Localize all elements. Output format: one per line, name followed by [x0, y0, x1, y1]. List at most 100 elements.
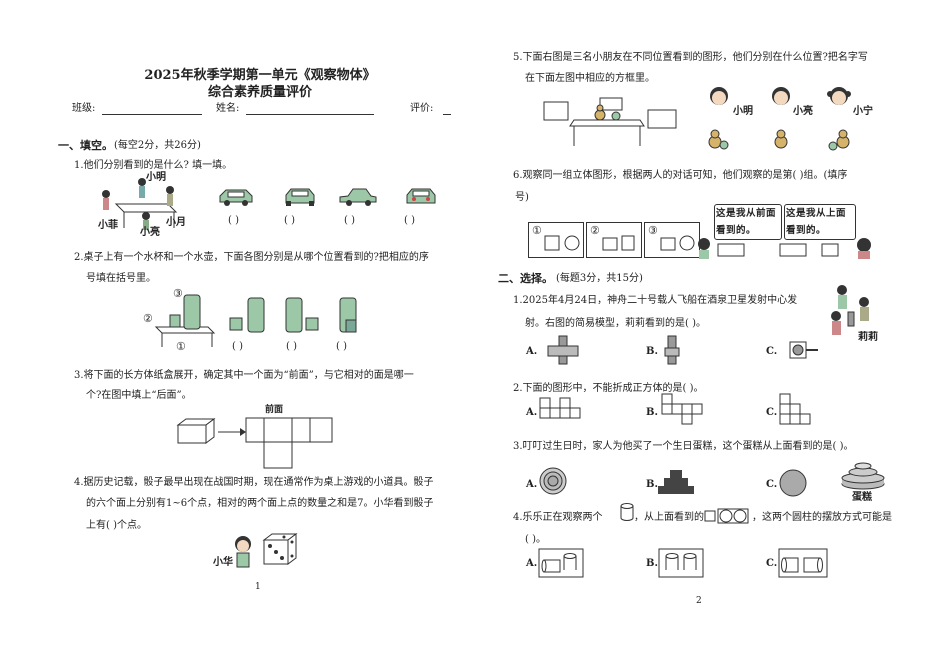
- group-3-shapes: [660, 235, 695, 251]
- view-option-2-figure: [285, 297, 319, 333]
- group-1-box: [528, 222, 584, 258]
- group-2-label: ②: [590, 224, 600, 237]
- group-1-shapes: [544, 235, 580, 251]
- name-field[interactable]: [246, 114, 374, 115]
- q6-text-line2: 号): [515, 192, 529, 203]
- rocket-view-c-figure: [789, 341, 818, 359]
- q2-blank-3[interactable]: ( ): [336, 341, 347, 352]
- rocket-model-with-kids-figure: [831, 285, 869, 335]
- person-xiaofei: 小菲: [98, 220, 118, 231]
- q4-text-line2: 的六个面上分别有1~6个点，相对的两个面上点的数量之和是7。小华看到骰子: [86, 498, 434, 509]
- s2-q1-option-b[interactable]: B.: [646, 346, 658, 357]
- class-field[interactable]: [102, 114, 202, 115]
- q3-text-line1: 3.将下面的长方体纸盒展开，确定其中一个面为“前面”，与它相对的面是哪一: [74, 370, 414, 381]
- person-xiaoming: 小明: [146, 172, 166, 183]
- view-from-xiaoning-figure: [828, 129, 850, 151]
- s2-q3-option-c[interactable]: C.: [766, 479, 778, 490]
- kid-xiaoming-avatar: [710, 87, 728, 105]
- q1-blank-2[interactable]: ( ): [284, 215, 295, 226]
- cake-label: 蛋糕: [852, 492, 872, 503]
- speech-bubble-top: [784, 204, 856, 240]
- rocket-view-b-figure: [664, 335, 680, 365]
- cake-view-a-figure: [539, 467, 567, 495]
- q2-blank-1[interactable]: ( ): [232, 341, 243, 352]
- s2-q3-option-a[interactable]: A.: [526, 479, 538, 490]
- s2-q2-option-b[interactable]: B.: [646, 407, 658, 418]
- q2-text-line1: 2.桌子上有一个水杯和一个水壶，下面各图分别是从哪个位置看到的?把相应的序: [74, 252, 429, 263]
- boy-xiaohua-figure: [235, 536, 251, 568]
- group-3-label: ③: [648, 224, 658, 237]
- group-2-shapes: [602, 235, 635, 251]
- s2-q4-option-b[interactable]: B.: [646, 558, 658, 569]
- s2-q2-option-a[interactable]: A.: [526, 407, 538, 418]
- page-number-right: 2: [696, 596, 702, 606]
- s2-q4-text-line3: ，这两个圆柱的摆放方式可能是: [752, 512, 892, 523]
- group-3-box: [644, 222, 700, 258]
- cube-net-b-figure: [661, 393, 703, 425]
- s2-q4-text-line1: 4.乐乐正在观察两个: [513, 512, 603, 523]
- cylinders-arrangement-a-figure: [538, 548, 584, 578]
- s2-q4-text-line2: ，从上面看到的是: [634, 512, 714, 523]
- s2-q2-option-c[interactable]: C.: [766, 407, 778, 418]
- speech-front-text: 这是我从前面看到的。: [716, 208, 777, 236]
- view-option-3-figure: [339, 297, 357, 333]
- page-title: 2025年秋季学期第一单元《观察物体》: [144, 68, 376, 83]
- kid-label-xiaoning: 小宁: [853, 106, 873, 117]
- person-xiaoliang: 小亮: [140, 227, 160, 238]
- kid-label-xiaoming: 小明: [733, 106, 753, 117]
- cylinders-arrangement-b-figure: [658, 548, 704, 578]
- speech-top-text: 这是我从上面看到的。: [786, 208, 847, 236]
- top-view-rect-circle-figure: [704, 508, 749, 524]
- section2-note: (每题3分，共15分): [556, 273, 643, 284]
- cylinder-icon: [620, 503, 634, 521]
- q5-text-line1: 5.下面右图是三名小朋友在不同位置看到的图形，他们分别在什么位置?把名字写: [513, 52, 868, 63]
- score-field[interactable]: [443, 114, 451, 115]
- view-from-xiaoliang-figure: [774, 129, 788, 149]
- s2-q1-option-a[interactable]: A.: [526, 346, 538, 357]
- q2-blank-2[interactable]: ( ): [286, 341, 297, 352]
- s2-q4-option-a[interactable]: A.: [526, 558, 538, 569]
- q6-text-line1: 6.观察同一组立体图形，根据两人的对话可知，他们观察的是第( )组。(填序: [513, 170, 848, 181]
- s2-q1-option-c[interactable]: C.: [766, 346, 778, 357]
- s2-q4-option-c[interactable]: C.: [766, 558, 778, 569]
- car-side-icon: [339, 188, 377, 206]
- birthday-cake-figure: [841, 462, 885, 490]
- group-1-label: ①: [532, 224, 542, 237]
- dice-icon: [262, 533, 298, 565]
- arrow-icon: [218, 428, 246, 436]
- cube-net-a-figure: [539, 397, 581, 419]
- section1-heading: 一、填空。: [58, 139, 113, 152]
- car-rear-icon: [406, 188, 436, 204]
- q1-blank-1[interactable]: ( ): [228, 215, 239, 226]
- table-cup-kettle-figure: [154, 294, 216, 347]
- q4-text-line1: 4.据历史记载，骰子最早出现在战国时期，现在通常作为桌上游戏的小道具。骰子: [74, 477, 434, 488]
- s2-q2-text: 2.下面的图形中，不能折成正方体的是( )。: [513, 383, 704, 394]
- car-front-icon: [219, 189, 253, 206]
- q1-blank-3[interactable]: ( ): [344, 215, 355, 226]
- score-label: 评价:: [410, 103, 434, 114]
- page-subtitle: 综合素养质量评价: [207, 85, 312, 100]
- s2-q1-text-line2: 射。右图的简易模型，莉莉看到的是( )。: [525, 318, 706, 329]
- s2-q4-text-line4: ( )。: [525, 534, 546, 545]
- view-option-1-figure: [229, 297, 265, 333]
- person-lili: 莉莉: [858, 332, 878, 343]
- section1-note: (每空2分，共26分): [114, 140, 201, 151]
- position-2-label: ②: [143, 312, 153, 325]
- front-face-label: 前面: [265, 405, 284, 415]
- cube-net-c-figure: [779, 393, 811, 425]
- s2-q1-text-line1: 1.2025年4月24日，神舟二十号载人飞船在酒泉卫星发射中心发: [513, 295, 798, 306]
- view-from-xiaoming-figure: [708, 129, 729, 150]
- cuboid-box-figure: [176, 418, 216, 444]
- rocket-view-a-figure: [547, 335, 579, 365]
- s2-q3-option-b[interactable]: B.: [646, 479, 658, 490]
- q1-blank-4[interactable]: ( ): [404, 215, 415, 226]
- table-with-kids-figure: [102, 178, 178, 230]
- cake-view-b-figure: [658, 470, 694, 494]
- kid-xiaoning-avatar: [827, 87, 851, 105]
- kid-xiaoliang-avatar: [772, 87, 790, 105]
- q5-text-line2: 在下面左图中相应的方框里。: [525, 73, 655, 84]
- cake-view-c-figure: [779, 469, 807, 497]
- person-xiaoyue: 小月: [166, 217, 186, 228]
- q1-text: 1.他们分别看到的是什么? 填一填。: [74, 160, 233, 171]
- speech-bubble-front: [714, 204, 782, 240]
